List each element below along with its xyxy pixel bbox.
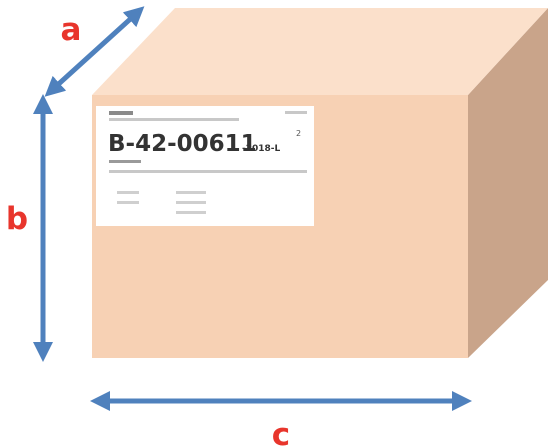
label-field-line bbox=[117, 201, 139, 204]
label-page-mark: 2 bbox=[296, 129, 301, 138]
dimension-label-a: a bbox=[61, 12, 82, 48]
box-top-face bbox=[92, 8, 548, 95]
box-side-face bbox=[468, 8, 548, 358]
label-field-line bbox=[176, 191, 206, 194]
dimension-label-b: b bbox=[6, 201, 28, 237]
dimension-label-c: c bbox=[272, 417, 290, 448]
label-number: B-42-00611 bbox=[108, 131, 257, 157]
label-number-suffix: -2018-L bbox=[242, 144, 281, 154]
label-corner-mark bbox=[285, 111, 307, 114]
label-field-line bbox=[117, 191, 139, 194]
label-header-tag bbox=[109, 111, 133, 115]
shipping-label: B-42-00611 -2018-L 2 bbox=[96, 106, 314, 226]
dimension-arrow-a bbox=[44, 6, 145, 97]
label-description-line bbox=[109, 170, 307, 173]
label-subtitle-line bbox=[109, 118, 239, 121]
label-field-line bbox=[176, 201, 206, 204]
shipping-label-sheet bbox=[96, 106, 314, 226]
label-field-line bbox=[176, 211, 206, 214]
label-section-heading bbox=[109, 160, 141, 163]
